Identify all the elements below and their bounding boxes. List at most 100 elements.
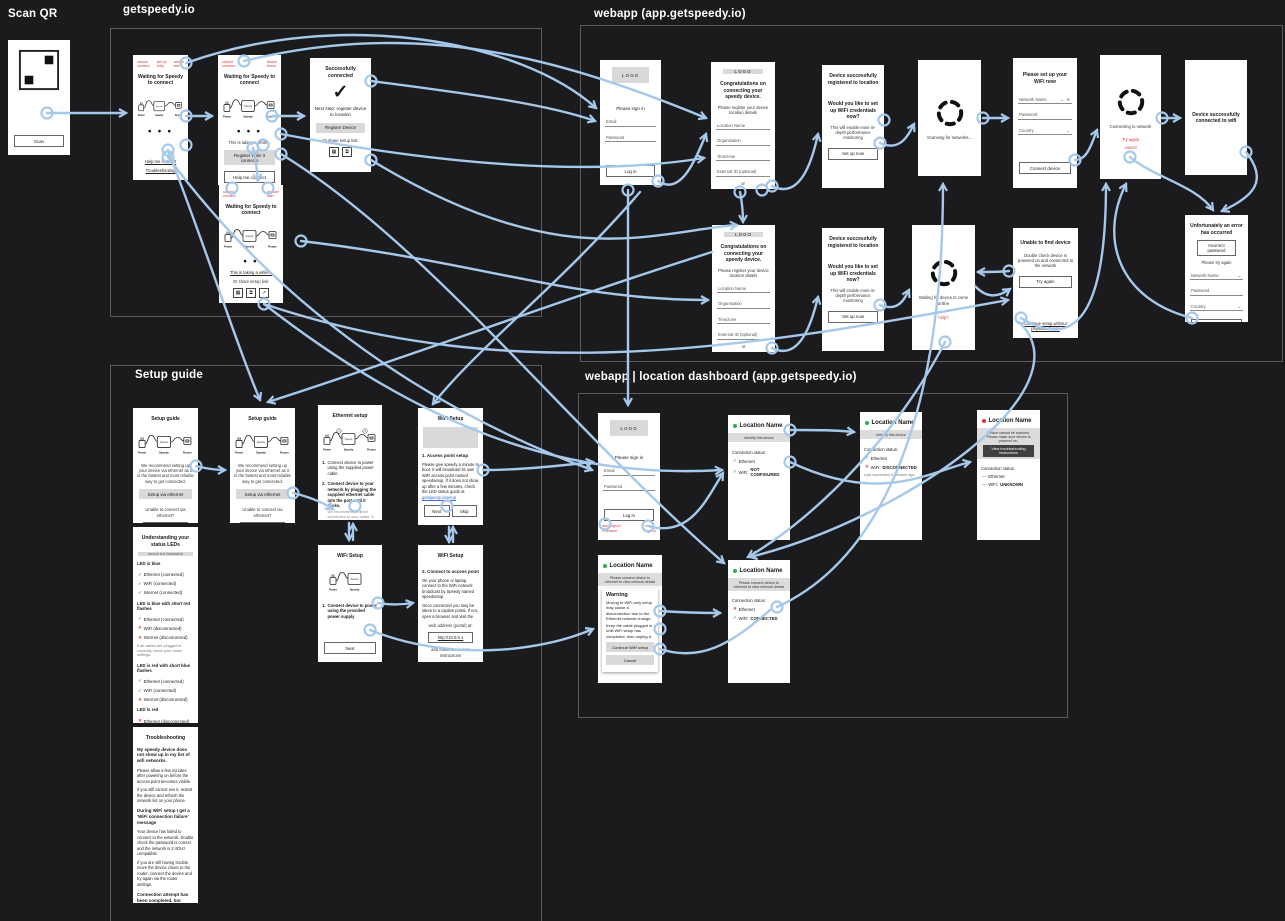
copy-icon[interactable]: ⧉ — [246, 288, 256, 299]
screen-w_scanning[interactable]: Scanning for networks... — [918, 60, 981, 176]
password-field[interactable]: Password — [1190, 285, 1243, 296]
connect-device-button[interactable]: Connect device — [1019, 162, 1071, 174]
try-again-link[interactable]: Try again — [1121, 137, 1140, 143]
password-field[interactable]: Password — [603, 481, 655, 492]
continue-wifi-setup-button[interactable]: Continue WiFi setup — [606, 642, 654, 653]
http-10-0-0-1-link[interactable]: http://10.0.0.1 — [428, 632, 473, 644]
register-while-it-connects-button[interactable]: Register while it connects — [224, 150, 275, 166]
setup-via-ethernet-button[interactable]: Setup via ethernet — [236, 489, 289, 500]
heading: Waiting for Speedy to connect — [137, 73, 184, 87]
cancel-button[interactable]: Cancel — [606, 655, 654, 666]
timezone-field[interactable]: Timezone — [716, 151, 770, 162]
step-heading: My speedy device does not show up in my … — [137, 746, 190, 764]
email-field[interactable]: Email — [603, 465, 655, 476]
copy-icon[interactable]: ⧉ — [342, 147, 352, 158]
field-icons[interactable]: ⌄ — [1066, 127, 1071, 133]
troubleshooting-link[interactable]: Troubleshooting — [145, 168, 176, 173]
setup-via-ethernet-button[interactable]: Setup via ethernet — [139, 489, 192, 500]
help-me-connect-link[interactable]: Help me connect — [144, 159, 177, 164]
step-heading: 2. Connect to access point — [422, 568, 480, 574]
network-name-field[interactable]: Network Name⌄ ⟳ — [1018, 94, 1072, 104]
timezone-field[interactable]: Timezone — [717, 314, 770, 325]
spacer — [922, 65, 977, 93]
getspeedy-io-setup-link[interactable]: getspeedy.io/setup — [422, 494, 457, 500]
qr-icon[interactable]: ▦ — [329, 147, 339, 158]
status-text: WiFi: — [870, 464, 881, 470]
location-title: Location Name — [739, 568, 783, 574]
location-name-field[interactable]: Location Name — [717, 283, 770, 294]
log-in-button[interactable]: Log in — [606, 165, 655, 177]
log-in-button[interactable]: Log in — [604, 509, 654, 522]
register-device-button[interactable]: Register Device — [316, 122, 365, 133]
organisation-field[interactable]: Organisation — [717, 298, 770, 309]
email-field[interactable]: Email — [605, 116, 656, 127]
gap — [1017, 271, 1074, 273]
spacer — [826, 326, 880, 346]
organisation-field[interactable]: Organisation — [716, 135, 770, 146]
country-field[interactable]: Country⌄ — [1190, 301, 1243, 312]
network-name-field[interactable]: Network Name⌄ — [1190, 270, 1243, 281]
country-field[interactable]: Country⌄ — [1018, 125, 1072, 135]
field-icons[interactable]: ⌄ — [1237, 272, 1242, 278]
try-again-button[interactable]: Try again — [1019, 275, 1072, 288]
screen-g3[interactable]: Successfully connected✓Next step: regist… — [310, 58, 371, 172]
skip-button[interactable]: Skip — [451, 505, 477, 517]
setup-via-wifi-legacy-link[interactable]: Setup via WiFi (legacy) — [143, 522, 188, 523]
screen-w_prompt2[interactable]: Device successfully registered to locati… — [822, 228, 884, 351]
set-up-now-button[interactable]: Set up now — [828, 147, 878, 160]
scan-button[interactable]: Scan — [14, 135, 64, 147]
password-field[interactable]: Password — [1018, 109, 1072, 120]
continue-setup-without-physica-link[interactable]: Continue setup without physical device — [1024, 321, 1067, 331]
status-dot — [733, 569, 737, 573]
next-button[interactable]: Next — [424, 505, 450, 517]
view-troubleshooting-instructi-button[interactable]: View troubleshooting instructions — [983, 444, 1034, 457]
location-name-field[interactable]: Location Name — [716, 120, 770, 131]
help-me-connect-button[interactable]: Help me connect — [224, 171, 275, 184]
field-icons[interactable]: ⌄ ⟳ — [1060, 96, 1071, 102]
screen-w_prompt1[interactable]: Device successfully registered to locati… — [822, 65, 884, 188]
password-field[interactable]: Password — [605, 132, 656, 143]
screen-w_success[interactable]: Device successfully connected to wifi — [1185, 60, 1247, 175]
step-note: We recommend a direct connection to your… — [327, 509, 374, 520]
share-icon[interactable]: ↗ — [259, 288, 269, 299]
field-icons[interactable]: ⌄ — [1237, 303, 1242, 309]
set-up-now-button[interactable]: Set up now — [828, 310, 878, 323]
setup-via-wifi-legacy-link[interactable]: Setup via WiFi (legacy) — [240, 522, 285, 523]
help-link[interactable]: help? — [938, 315, 949, 321]
this-is-taking-a-while-link[interactable]: This is taking a while... — [229, 269, 273, 275]
status-wifi-disconnected: ✕WiFi (disconnected) — [138, 625, 193, 631]
cancel-link[interactable]: cancel — [1124, 145, 1137, 151]
next-button[interactable]: Next — [324, 642, 376, 654]
external-id-optional-field[interactable]: External ID (optional) — [716, 166, 770, 177]
screen-scan[interactable]: Scan — [8, 40, 70, 155]
qr-icon[interactable]: ▦ — [233, 288, 243, 299]
external-id-optional-field[interactable]: External ID (optional) — [717, 329, 770, 340]
connect-device-button[interactable]: Connect device — [1191, 318, 1242, 322]
